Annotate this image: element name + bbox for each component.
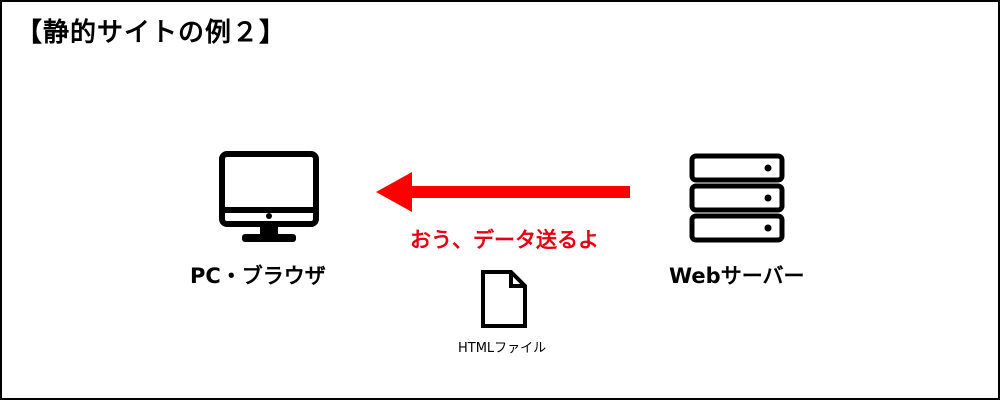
server-label: Webサーバー [669,264,805,288]
file-label: HTMLファイル [458,341,547,356]
arrow-left [376,172,630,212]
client-label: PC・ブラウザ [190,264,326,288]
diagram-title: 【静的サイトの例２】 [16,18,287,48]
document-icon [481,270,527,328]
monitor-icon [219,151,319,242]
message-text: おう、データ送るよ [410,228,599,252]
server-icon [689,153,785,243]
